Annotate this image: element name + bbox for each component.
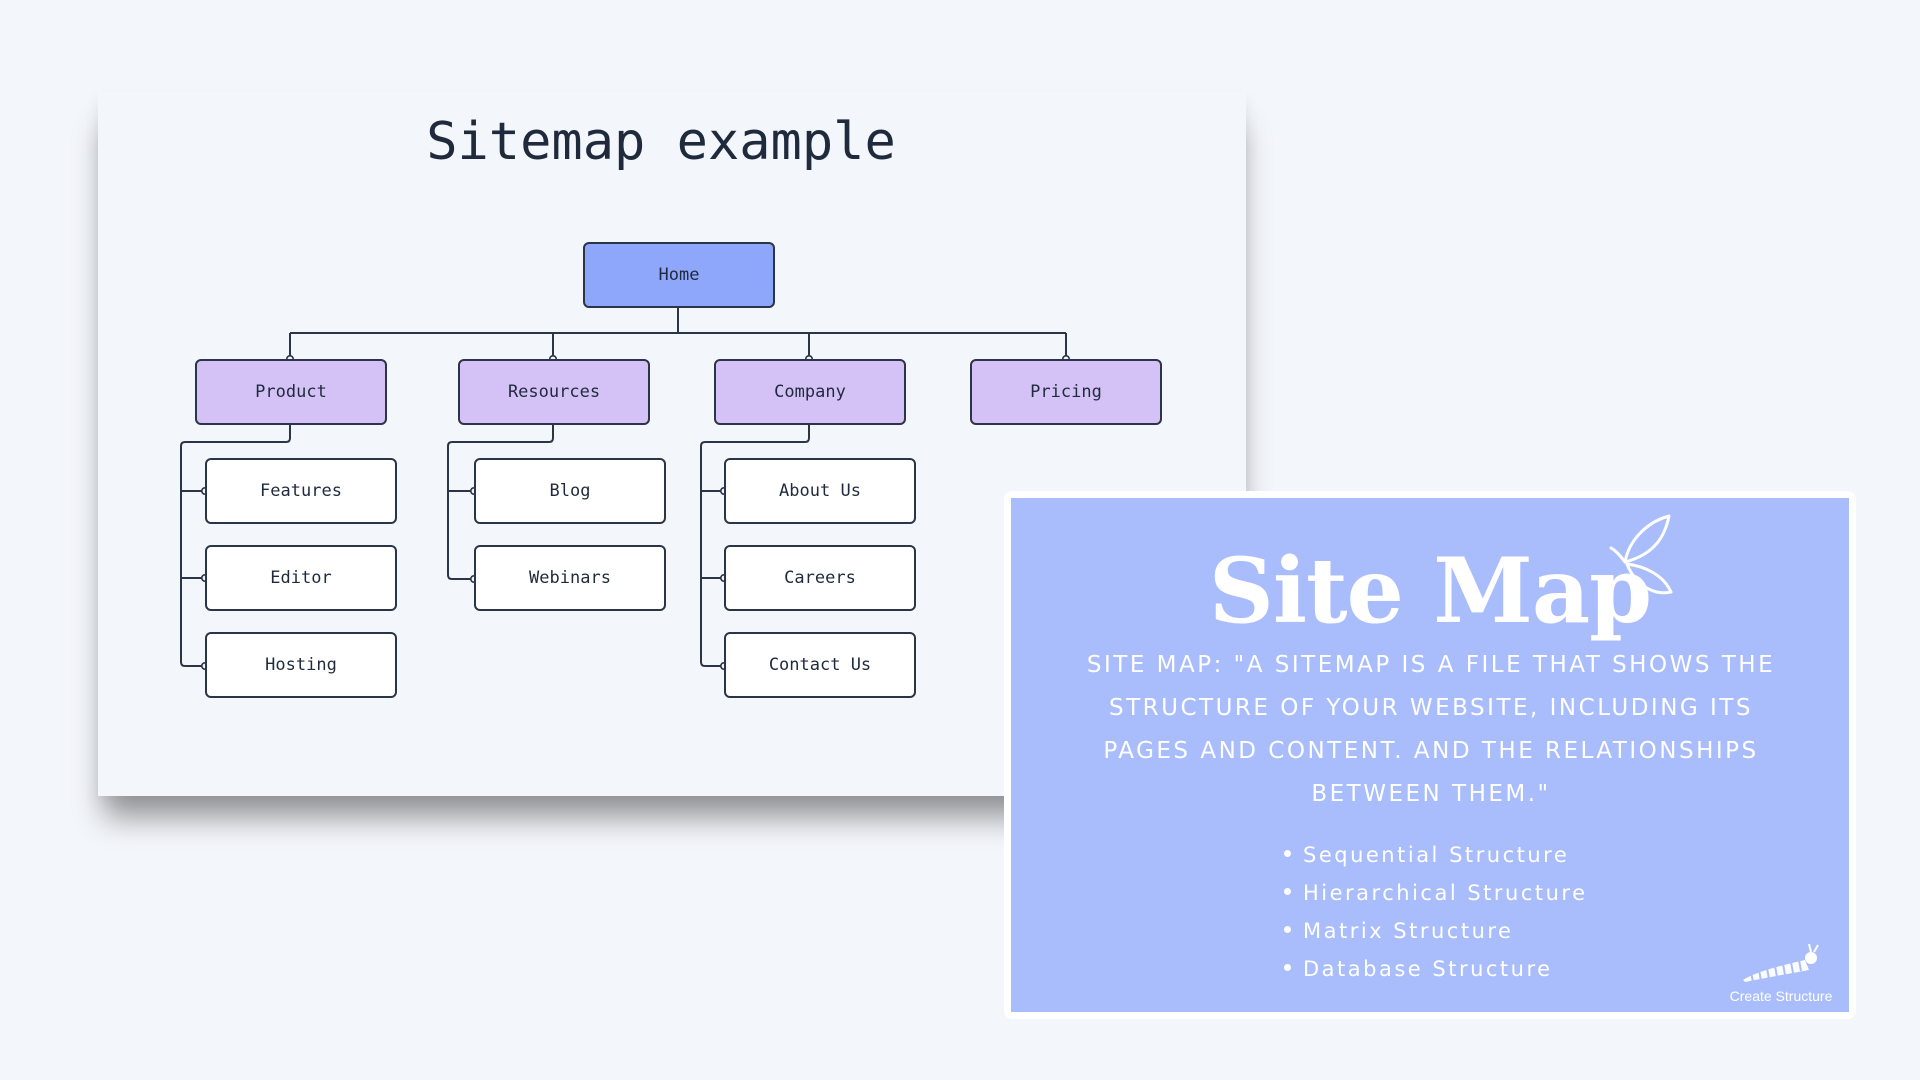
node-hosting: Hosting	[205, 632, 397, 698]
diagram-title: Sitemap example	[426, 112, 896, 172]
node-resources: Resources	[458, 359, 650, 425]
info-panel: Site Map Site Map: "A sitemap is a file …	[1011, 498, 1849, 1012]
info-card: Site Map Site Map: "A sitemap is a file …	[1004, 491, 1856, 1019]
butterfly-icon	[1609, 514, 1673, 595]
node-webinars: Webinars	[474, 545, 666, 611]
info-description: Site Map: "A sitemap is a file that show…	[1086, 652, 1776, 807]
structure-list: Sequential Structure Hierarchical Struct…	[1284, 836, 1588, 988]
node-product: Product	[195, 359, 387, 425]
list-item: Hierarchical Structure	[1284, 874, 1588, 912]
list-item-label: Database Structure	[1303, 957, 1553, 981]
sitemap-diagram: Sitemap example	[98, 92, 1246, 796]
bullet-icon	[1284, 887, 1291, 895]
connector-company-branch	[700, 425, 810, 667]
info-title: Site Map	[1208, 538, 1652, 644]
node-editor: Editor	[205, 545, 397, 611]
bullet-icon	[1284, 963, 1291, 971]
caterpillar-icon	[1743, 943, 1819, 983]
node-pricing: Pricing	[970, 359, 1162, 425]
node-features: Features	[205, 458, 397, 524]
node-about-us: About Us	[724, 458, 916, 524]
bullet-icon	[1284, 849, 1291, 857]
node-careers: Careers	[724, 545, 916, 611]
list-item: Database Structure	[1284, 950, 1588, 988]
list-item-label: Sequential Structure	[1303, 843, 1570, 867]
bullet-icon	[1284, 925, 1291, 933]
node-blog: Blog	[474, 458, 666, 524]
brand-label: Create Structure	[1729, 988, 1833, 1004]
list-item: Matrix Structure	[1284, 912, 1588, 950]
list-item-label: Hierarchical Structure	[1303, 881, 1588, 905]
node-company: Company	[714, 359, 906, 425]
node-home: Home	[583, 242, 775, 308]
connector-product-branch	[180, 425, 291, 667]
node-contact-us: Contact Us	[724, 632, 916, 698]
brand-logo: Create Structure	[1721, 940, 1841, 1004]
list-item: Sequential Structure	[1284, 836, 1588, 874]
list-item-label: Matrix Structure	[1303, 919, 1514, 943]
connector-resources-branch	[447, 425, 554, 580]
